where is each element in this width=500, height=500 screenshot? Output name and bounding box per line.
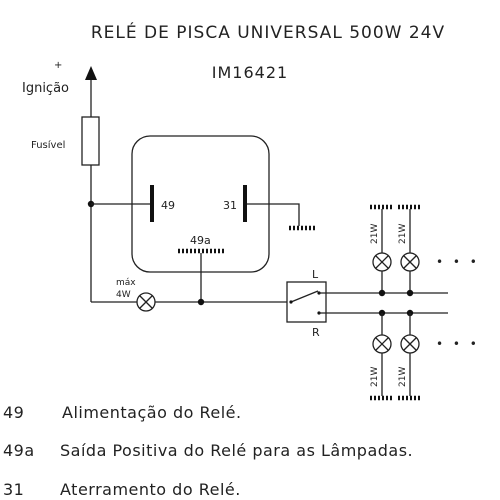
junction-dot xyxy=(406,289,414,297)
model-number: IM16421 xyxy=(212,63,288,82)
switch-left-label: L xyxy=(312,268,319,281)
fuse-label: Fusível xyxy=(31,139,65,151)
switch-pivot xyxy=(289,300,293,304)
left-lamp-1: 21W xyxy=(370,204,394,297)
more-lamps-right: • • • xyxy=(436,337,480,351)
legend-code: 31 xyxy=(3,480,24,499)
lamp-power-label: 21W xyxy=(398,367,408,387)
diagram-title: RELÉ DE PISCA UNIVERSAL 500W 24V xyxy=(91,21,445,43)
lamp-cross-b xyxy=(375,337,389,351)
legend-code: 49 xyxy=(3,403,24,422)
pin-49-label: 49 xyxy=(161,199,175,212)
legend-text: Saída Positiva do Relé para as Lâmpadas. xyxy=(60,441,413,460)
ignition-label: Ignição xyxy=(22,81,69,96)
pin-31-label: 31 xyxy=(223,199,237,212)
lamp-cross-b xyxy=(403,337,417,351)
turn-signal-switch xyxy=(286,281,327,323)
right-lamp-2: 21W xyxy=(398,309,422,401)
indicator-lamp-cross-b xyxy=(139,295,153,309)
pin-49a-label: 49a xyxy=(190,234,211,247)
junction-dot xyxy=(378,289,386,297)
lamp-cross-b xyxy=(403,255,417,269)
indicator-max-label: máx xyxy=(116,278,136,288)
plus-sign: + xyxy=(54,60,62,71)
switch-lever xyxy=(290,290,319,303)
legend-code: 49a xyxy=(3,441,35,460)
left-lamp-2: 21W xyxy=(398,204,422,297)
indicator-power-label: 4W xyxy=(116,290,131,300)
legend-text: Aterramento do Relé. xyxy=(60,480,241,499)
ground-wire xyxy=(247,203,300,226)
lamp-power-label: 21W xyxy=(370,367,380,387)
right-lamp-1: 21W xyxy=(370,309,394,401)
more-lamps-left: • • • xyxy=(436,255,480,269)
legend-text: Alimentação do Relé. xyxy=(62,403,242,422)
switch-right-label: R xyxy=(312,326,320,339)
fuse-symbol xyxy=(81,116,100,166)
lamp-cross-b xyxy=(375,255,389,269)
junction-dot xyxy=(197,298,205,306)
legend: 49 Alimentação do Relé. 49a Saída Positi… xyxy=(3,403,413,499)
ignition-arrow-icon xyxy=(85,66,97,80)
lamp-power-label: 21W xyxy=(398,224,408,244)
lamp-power-label: 21W xyxy=(370,224,380,244)
